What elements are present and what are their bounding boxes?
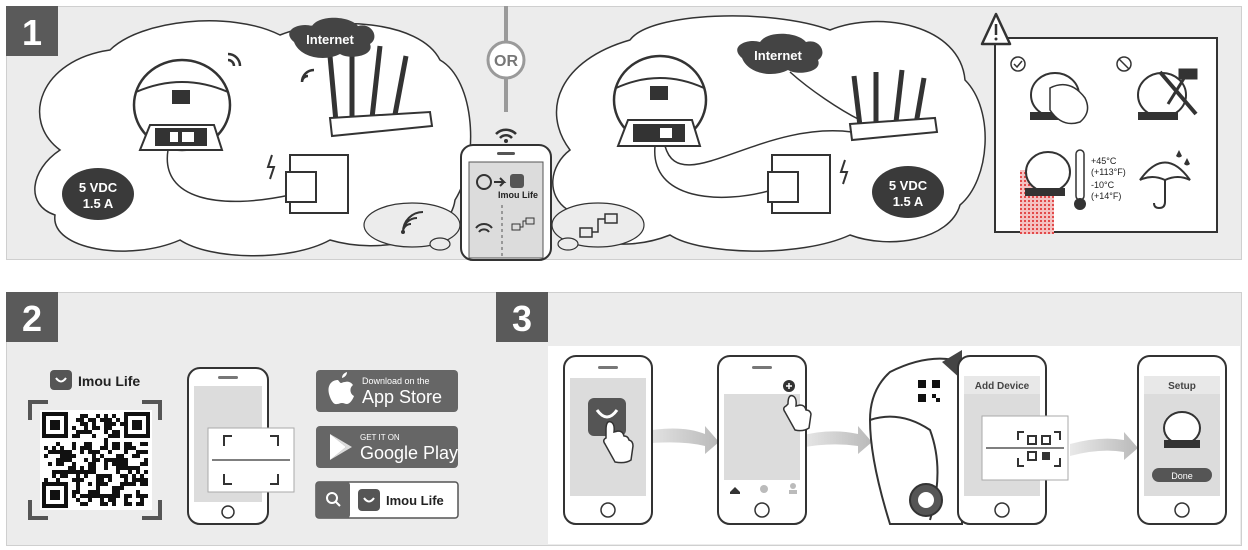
phone-app-screen: Imou Life: [460, 144, 552, 261]
svg-text:Google Play: Google Play: [360, 443, 458, 463]
camera-qr-scan: [868, 350, 963, 525]
home-icon: [730, 487, 740, 494]
svg-text:Setup: Setup: [1168, 381, 1196, 392]
ethernet-cable: [664, 130, 853, 166]
finger-icon: [602, 420, 634, 464]
umbrella-icon: [1139, 161, 1191, 182]
phone-setup-done: Setup Done: [1137, 355, 1227, 525]
step-badge-2: 2: [6, 292, 58, 342]
svg-text:1: 1: [22, 12, 42, 53]
warning-box: +45°C (+113°F) -10°C (+14°F): [980, 12, 1218, 234]
svg-text:(+113°F): (+113°F): [1091, 167, 1126, 177]
camera-icon: [132, 52, 242, 152]
google-play-button[interactable]: GET IT ON Google Play: [316, 426, 458, 468]
search-icon: [326, 492, 338, 504]
apple-icon: [328, 372, 354, 405]
phone-scan: [187, 367, 295, 525]
svg-text:Internet: Internet: [306, 32, 354, 47]
router-icon: [300, 45, 434, 138]
google-play-icon: [330, 434, 346, 460]
svg-text:-10°C: -10°C: [1091, 180, 1115, 190]
svg-text:Imou Life: Imou Life: [78, 373, 140, 389]
phone-add-device: Add Device: [957, 355, 1069, 525]
check-icon: [1010, 56, 1026, 72]
finger-icon: [782, 394, 812, 432]
svg-text:Imou Life: Imou Life: [498, 190, 538, 200]
hand-icon: [1049, 83, 1089, 125]
done-button[interactable]: [1152, 468, 1212, 482]
svg-text:Imou Life: Imou Life: [386, 493, 444, 508]
svg-text:1.5 A: 1.5 A: [893, 194, 924, 209]
thermometer-icon: [1075, 149, 1085, 201]
svg-text:(+14°F): (+14°F): [1091, 191, 1121, 201]
svg-text:App Store: App Store: [362, 387, 442, 407]
svg-text:Internet: Internet: [754, 48, 802, 63]
router-icon: [848, 69, 939, 142]
phone-open-app: [563, 355, 653, 525]
imou-app-icon: Imou Life: [50, 370, 140, 390]
or-badge: OR: [486, 40, 526, 80]
svg-text:GET IT ON: GET IT ON: [360, 433, 400, 442]
power-spec-badge: 5 VDC 1.5 A: [872, 166, 944, 218]
svg-text:Done: Done: [1171, 471, 1193, 481]
svg-text:OR: OR: [494, 53, 518, 70]
imou-app-icon: [358, 489, 380, 511]
svg-text:5 VDC: 5 VDC: [889, 178, 928, 193]
wifi-icon: [495, 128, 517, 139]
camera-icon: [1163, 411, 1201, 445]
step-badge-1: 1: [6, 6, 58, 56]
power-cable: [166, 149, 291, 203]
svg-text:5 VDC: 5 VDC: [79, 180, 118, 195]
power-cable: [654, 145, 773, 199]
ethernet-bubble: [551, 202, 645, 251]
power-adapter-icon: [767, 154, 849, 214]
internet-bubble: Internet: [289, 17, 375, 58]
camera-icon: [612, 54, 708, 147]
power-spec-badge: 5 VDC 1.5 A: [62, 168, 134, 220]
svg-text:2: 2: [22, 298, 42, 339]
app-search-bar[interactable]: Imou Life: [315, 481, 459, 519]
svg-text:3: 3: [512, 298, 532, 339]
qr-code: [28, 400, 162, 520]
screwdriver-icon: [1158, 70, 1198, 116]
internet-bubble: Internet: [737, 33, 823, 74]
hammer-icon: [1166, 68, 1198, 105]
flow-arrow: [1070, 432, 1138, 460]
svg-text:Download on the: Download on the: [362, 376, 430, 386]
step-badge-3: 3: [496, 292, 548, 342]
app-store-button[interactable]: Download on the App Store: [316, 370, 458, 412]
user-icon: [790, 483, 796, 489]
svg-text:1.5 A: 1.5 A: [83, 196, 114, 211]
phone-add: [717, 355, 812, 525]
flow-arrow: [800, 426, 872, 454]
chat-icon: [760, 485, 768, 493]
power-adapter-icon: [266, 154, 349, 214]
svg-text:Add Device: Add Device: [975, 381, 1030, 392]
svg-text:+45°C: +45°C: [1091, 156, 1117, 166]
flow-arrow: [640, 426, 719, 454]
internet-line: [789, 71, 861, 121]
